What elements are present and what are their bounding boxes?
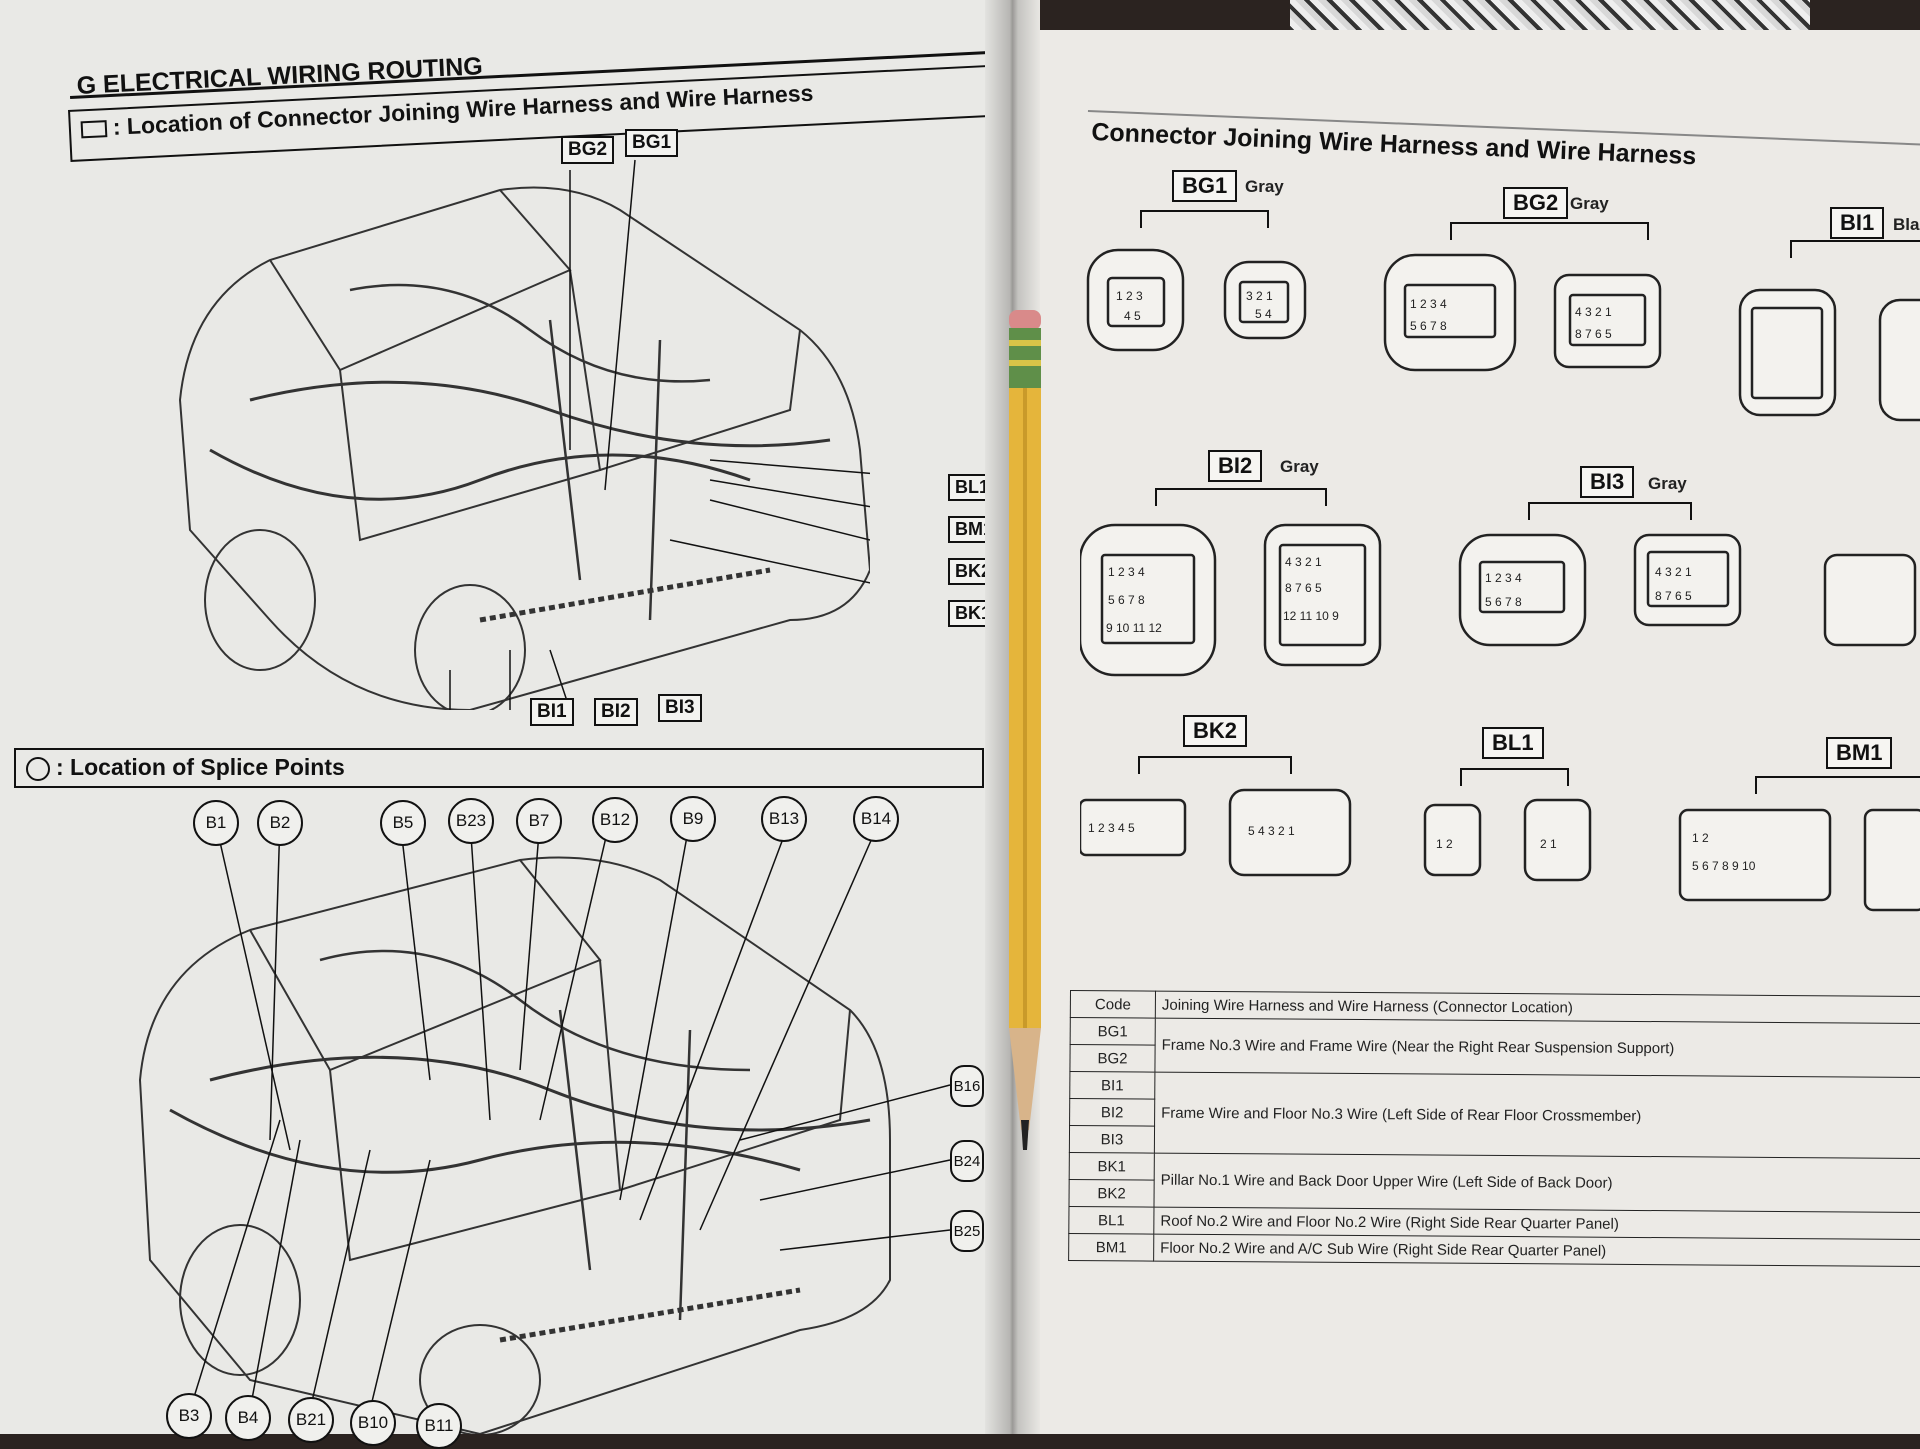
table-cell-code: BK1 (1069, 1152, 1155, 1181)
tag-bi2: BI2 (594, 698, 638, 726)
bracket-bk2 (1138, 756, 1292, 774)
splice-location-header: : Location of Splice Points (14, 748, 984, 788)
connector-label-bi1: BI1 (1830, 207, 1885, 239)
connector-label-bi3: BI3 (1580, 466, 1635, 498)
table-cell-desc: Floor No.2 Wire and A/C Sub Wire (Right … (1153, 1234, 1920, 1267)
connector-color-bg2: Gray (1570, 194, 1609, 213)
pencil (1009, 310, 1041, 1150)
splice-b5: B5 (380, 800, 426, 846)
table-row: BM1 Floor No.2 Wire and A/C Sub Wire (Ri… (1068, 1233, 1920, 1267)
svg-text:5 6 7 8: 5 6 7 8 (1108, 593, 1145, 607)
tag-bg1: BG1 (625, 129, 679, 157)
svg-text:4 3 2 1: 4 3 2 1 (1285, 555, 1322, 569)
svg-text:1 2: 1 2 (1692, 831, 1709, 845)
connector-color-bi3: Gray (1648, 474, 1687, 493)
left-page: G ELECTRICAL WIRING ROUTING : Location o… (0, 0, 1010, 1449)
splice-b12: B12 (592, 797, 638, 843)
table-cell-code: BK2 (1068, 1179, 1155, 1208)
svg-text:8 7 6 5: 8 7 6 5 (1285, 581, 1322, 595)
table-cell-desc: Frame No.3 Wire and Frame Wire (Near the… (1154, 1018, 1920, 1078)
connector-label-bm1: BM1 (1826, 737, 1893, 769)
svg-text:1 2: 1 2 (1436, 837, 1453, 851)
svg-text:4 3 2 1: 4 3 2 1 (1575, 305, 1612, 319)
table-cell-code: BL1 (1068, 1206, 1154, 1235)
table-cell-code: BG2 (1069, 1044, 1156, 1073)
table-cell-code: BI3 (1069, 1125, 1155, 1154)
connector-label-bg2: BG2 (1503, 187, 1569, 219)
splice-b14: B14 (853, 796, 899, 842)
connector-color-bg1: Gray (1245, 177, 1284, 196)
tag-bi3: BI3 (658, 694, 702, 722)
svg-text:2 1: 2 1 (1540, 837, 1557, 851)
splice-b4: B4 (225, 1395, 271, 1441)
svg-text:9 10 11 12: 9 10 11 12 (1106, 621, 1162, 635)
tag-bi1: BI1 (530, 698, 574, 726)
bracket-bi3 (1528, 502, 1692, 520)
circle-symbol-icon (26, 756, 50, 781)
splice-b2: B2 (257, 800, 303, 846)
connector-color-bi1: Bla (1893, 215, 1920, 234)
connector-label-bg1: BG1 (1172, 170, 1238, 202)
bracket-bi2 (1155, 488, 1327, 506)
svg-text:8 7 6 5: 8 7 6 5 (1655, 589, 1692, 603)
lower-vehicle-diagram (138, 820, 951, 1434)
svg-text:12 11 10 9: 12 11 10 9 (1283, 609, 1339, 623)
connector-color-bi2: Gray (1280, 457, 1319, 476)
bracket-bm1 (1755, 776, 1920, 794)
svg-text:4 5: 4 5 (1124, 309, 1141, 323)
table-cell-code: BI2 (1069, 1098, 1155, 1127)
splice-b7: B7 (516, 798, 562, 844)
svg-text:5 4 3 2 1: 5 4 3 2 1 (1248, 824, 1295, 838)
splice-b10: B10 (350, 1400, 396, 1446)
splice-b24: B24 (950, 1140, 984, 1182)
table-cell-code: BI1 (1069, 1071, 1155, 1100)
table-row: BI1 Frame Wire and Floor No.3 Wire (Left… (1069, 1071, 1920, 1159)
splice-b23: B23 (448, 798, 494, 844)
svg-text:5 6 7 8 9 10: 5 6 7 8 9 10 (1692, 859, 1756, 873)
bracket-bg2 (1450, 222, 1649, 240)
connector-table: Code Joining Wire Harness and Wire Harne… (1068, 990, 1920, 1267)
svg-text:1 2 3 4 5: 1 2 3 4 5 (1088, 821, 1135, 835)
tag-bg2: BG2 (561, 136, 615, 164)
connector-label-bi2: BI2 (1208, 450, 1263, 482)
splice-location-header-text: : Location of Splice Points (56, 754, 345, 780)
bracket-bi1 (1790, 240, 1920, 258)
connector-label-bk2: BK2 (1183, 715, 1248, 747)
rectangle-symbol-icon (80, 120, 108, 139)
bracket-bl1 (1460, 768, 1569, 786)
table-cell-code: BM1 (1068, 1233, 1154, 1262)
svg-text:1 2 3 4: 1 2 3 4 (1410, 297, 1447, 311)
table-cell-desc: Frame Wire and Floor No.3 Wire (Left Sid… (1154, 1072, 1920, 1159)
svg-text:4 3 2 1: 4 3 2 1 (1655, 565, 1692, 579)
splice-b9: B9 (670, 796, 716, 842)
svg-text:5 6 7 8: 5 6 7 8 (1485, 595, 1522, 609)
splice-b21: B21 (288, 1397, 334, 1443)
splice-b11: B11 (416, 1403, 462, 1449)
upper-vehicle-diagram (178, 159, 870, 710)
table-row: BG1 Frame No.3 Wire and Frame Wire (Near… (1070, 1017, 1920, 1078)
svg-text:3 2 1: 3 2 1 (1246, 289, 1273, 303)
svg-text:8 7 6 5: 8 7 6 5 (1575, 327, 1612, 341)
svg-text:1 2 3 4: 1 2 3 4 (1108, 565, 1145, 579)
splice-b1: B1 (193, 800, 239, 846)
svg-text:1 2 3: 1 2 3 (1116, 289, 1143, 303)
splice-b13: B13 (761, 796, 807, 842)
svg-text:5 6 7 8: 5 6 7 8 (1410, 319, 1447, 333)
connector-drawings: 1 2 3 4 5 3 2 1 5 4 1 2 3 4 5 6 7 8 4 3 2 1… (1080, 248, 1920, 912)
svg-text:5 4: 5 4 (1255, 307, 1272, 321)
table-cell-code: BG1 (1070, 1017, 1156, 1046)
svg-text:1 2 3 4: 1 2 3 4 (1485, 571, 1522, 585)
splice-b25: B25 (950, 1210, 984, 1252)
table-header-code: Code (1070, 990, 1156, 1019)
table-row: BK1 Pillar No.1 Wire and Back Door Upper… (1069, 1152, 1920, 1213)
splice-b3: B3 (166, 1393, 212, 1439)
table-cell-desc: Pillar No.1 Wire and Back Door Upper Wir… (1153, 1153, 1920, 1213)
connector-label-bl1: BL1 (1482, 727, 1544, 759)
bracket-bg1 (1140, 210, 1269, 228)
splice-b16: B16 (950, 1065, 984, 1107)
